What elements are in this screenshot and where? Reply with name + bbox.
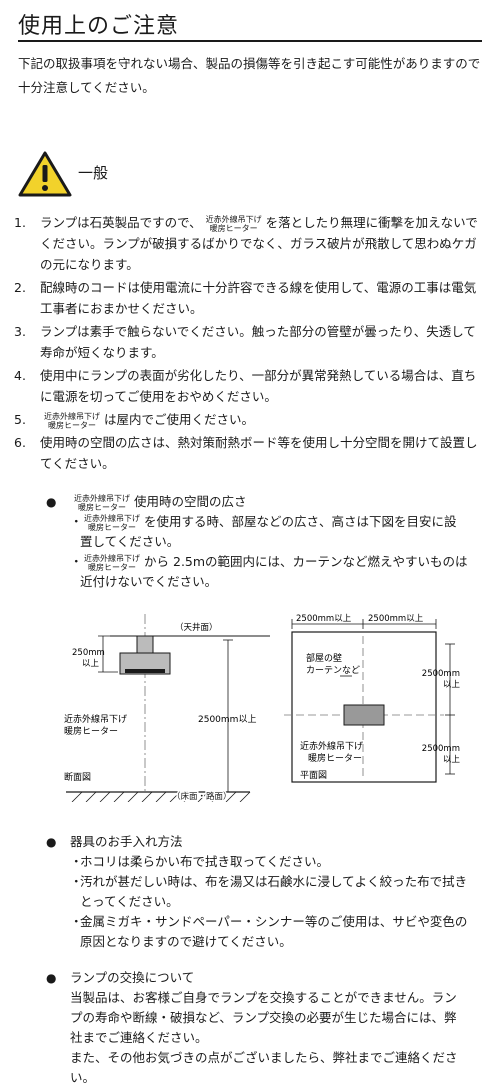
heater-line2: 暖房ヒーター [78, 502, 126, 512]
care-item-text: 汚れが甚だしい時は、布を湯又は石鹸水に浸してよく絞った布で拭きとってください。 [80, 874, 468, 909]
wall-label-2: カーテンなど [306, 665, 360, 676]
heater-line1: 近赤外線吊下げ [205, 214, 262, 224]
middle-dot: ・ [70, 914, 83, 929]
lamp-title: ランプの交換について [70, 970, 195, 985]
plan-height-label-1: 2500mm [422, 669, 460, 679]
care-item: ・汚れが甚だしい時は、布を湯又は石鹸水に浸してよく絞った布で拭きとってください。 [70, 872, 468, 912]
floor-label: （床面・路面） [172, 791, 232, 802]
intro-text: 下記の取扱事項を守れない場合、製品の損傷等を引き起こす可能性がありますので十分注… [18, 56, 481, 95]
lamp-text-2: また、その他お気づきの点がございましたら、弊社までご連絡ください。 [70, 1050, 458, 1085]
room-wall [291, 631, 437, 783]
list-item: 5. 近赤外線吊下げ暖房ヒーターは屋内でご使用ください。 [14, 409, 484, 430]
list-item: 2. 配線時のコードは使用電流に十分許容できる線を使用して、電源の工事は電気工事… [14, 277, 484, 319]
space-line-2: ・近赤外線吊下げ暖房ヒーターから 2.5mの範囲内には、カーテンなど燃えやすいも… [70, 552, 468, 592]
care-title: 器具のお手入れ方法 [70, 834, 183, 849]
section-label: 断面図 [64, 771, 91, 783]
space-line2-before: から [144, 554, 170, 569]
heater-name-tag: 近赤外線吊下げ暖房ヒーター [206, 215, 262, 233]
plan-height-label-2b: 以上 [443, 755, 460, 765]
plan-height-label-2: 2500mm [422, 744, 460, 754]
list-item: 4. 使用中にランプの表面が劣化したり、一部分が異常発熱している場合は、直ちに電… [14, 365, 484, 407]
gap-top-label-2: 以上 [82, 659, 100, 669]
item-text: 使用時の空間の広さは、熱対策耐熱ボード等を使用し十分空間を開けて設置してください… [40, 435, 478, 471]
plan-width-label-1: 2500mm以上 [296, 614, 352, 624]
space-section: ● 近赤外線吊下げ暖房ヒーター使用時の空間の広さ ・近赤外線吊下げ暖房ヒーターを… [46, 492, 468, 592]
plan-width-label-2: 2500mm以上 [368, 614, 424, 624]
bullet-icon: ● [46, 495, 57, 509]
heater-line1: 近赤外線吊下げ [44, 411, 100, 421]
item-text-after: は屋内でご使用ください。 [104, 412, 255, 427]
heater-line1: 近赤外線吊下げ [84, 553, 140, 563]
list-item: 1. ランプは石英製品ですので、近赤外線吊下げ暖房ヒーターを落としたり無理に衝撃… [14, 212, 484, 275]
item-number: 5. [14, 412, 26, 427]
heater-line1: 近赤外線吊下げ [74, 493, 130, 503]
wall-label-1: 部屋の壁 [306, 652, 342, 664]
lamp-text-1: 当製品は、お客様ご自身でランプを交換することができません。ランプの寿命や断線・破… [70, 990, 457, 1045]
item-number: 1. [14, 215, 26, 230]
installation-diagram: 250mm 以上 （天井面） 2500mm以上 近赤外線吊下げ 暖房ヒーター 断… [64, 614, 460, 802]
space-line-1: ・近赤外線吊下げ暖房ヒーターを使用する時、部屋などの広さ、高さは下図を目安に設置… [70, 512, 468, 552]
plan-height-label-1b: 以上 [443, 680, 460, 690]
item-number: 6. [14, 435, 26, 450]
lamp-section: ● ランプの交換について 当製品は、お客様ご自身でランプを交換することができませ… [46, 968, 468, 1088]
heater-label-2: 暖房ヒーター [64, 725, 118, 737]
item-text-before: ランプは石英製品ですので、 [40, 215, 202, 230]
heater-label-1: 近赤外線吊下げ [64, 713, 127, 725]
heater-body [119, 652, 171, 675]
item-number: 2. [14, 280, 26, 295]
bullet-icon: ● [46, 971, 57, 985]
heater-lamp [125, 669, 165, 673]
plan-heater-label-1: 近赤外線吊下げ [300, 740, 363, 752]
care-item: ・ホコリは柔らかい布で拭き取ってください。 [70, 852, 468, 872]
mount-block [136, 635, 154, 654]
heater-name-tag: 近赤外線吊下げ暖房ヒーター [74, 494, 130, 512]
heater-name-tag: 近赤外線吊下げ暖房ヒーター [84, 554, 140, 572]
cross-section-diagram: 250mm 以上 （天井面） 2500mm以上 近赤外線吊下げ 暖房ヒーター 断… [64, 614, 270, 802]
middle-dot: ・ [70, 874, 83, 889]
heater-line1: 近赤外線吊下げ [84, 513, 140, 523]
item-text: 使用中にランプの表面が劣化したり、一部分が異常発熱している場合は、直ちに電源を切… [40, 368, 477, 404]
heater-plan-body [343, 704, 385, 726]
care-item: ・金属ミガキ・サンドペーパー・シンナー等のご使用は、サビや変色の原因となりますの… [70, 912, 468, 952]
ceiling-label: （天井面） [175, 622, 218, 633]
height-label: 2500mm以上 [198, 714, 256, 725]
heater-name-tag: 近赤外線吊下げ暖房ヒーター [44, 412, 100, 430]
space-title: 使用時の空間の広さ [134, 494, 247, 509]
list-item: 3. ランプは素手で触らないでください。触った部分の管壁が曇ったり、失透して寿命… [14, 321, 484, 363]
bullet-icon: ● [46, 835, 57, 849]
heater-line2: 暖房ヒーター [88, 522, 136, 532]
middle-dot: ・ [70, 554, 83, 569]
plan-view-diagram: 2500mm以上 2500mm以上 部屋の壁 カーテンなど 近赤外線吊下げ 暖房… [284, 614, 460, 783]
list-item: 6. 使用時の空間の広さは、熱対策耐熱ボード等を使用し十分空間を開けて設置してく… [14, 432, 484, 474]
item-text: ランプは素手で触らないでください。触った部分の管壁が曇ったり、失透して寿命が短く… [40, 324, 476, 360]
floor-hatch [71, 791, 251, 802]
general-list: 1. ランプは石英製品ですので、近赤外線吊下げ暖房ヒーターを落としたり無理に衝撃… [14, 212, 484, 476]
heater-name-tag: 近赤外線吊下げ暖房ヒーター [84, 514, 140, 532]
title-divider [18, 40, 482, 42]
care-item-text: 金属ミガキ・サンドペーパー・シンナー等のご使用は、サビや変色の原因となりますので… [80, 914, 468, 949]
care-item-text: ホコリは柔らかい布で拭き取ってください。 [80, 854, 330, 869]
heater-line2: 暖房ヒーター [48, 420, 96, 430]
general-heading: 一般 [78, 164, 109, 182]
gap-top-label: 250mm [72, 648, 105, 658]
plan-heater-label-2: 暖房ヒーター [308, 752, 362, 764]
item-text-after: を落としたり無理に衝撃を加えないでください。ランプが破損するばかりでなく、ガラス… [40, 215, 478, 272]
plan-label: 平面図 [300, 770, 327, 781]
page-title: 使用上のご注意 [18, 14, 180, 39]
warning-triangle-icon [18, 151, 72, 197]
item-text: 配線時のコードは使用電流に十分許容できる線を使用して、電源の工事は電気工事者にお… [40, 280, 477, 316]
space-title-line: 近赤外線吊下げ暖房ヒーター使用時の空間の広さ [70, 492, 468, 512]
middle-dot: ・ [70, 854, 83, 869]
item-number: 4. [14, 368, 26, 383]
space-line2-after: 2.5mの範囲内には、カーテンなど燃えやすいものは近付けないでください。 [80, 554, 468, 589]
heater-line2: 暖房ヒーター [88, 562, 136, 572]
space-line1-text: を使用する時、部屋などの広さ、高さは下図を目安に設置してください。 [80, 514, 457, 549]
item-number: 3. [14, 324, 26, 339]
middle-dot: ・ [70, 514, 83, 529]
heater-line2: 暖房ヒーター [209, 223, 258, 233]
care-section: ● 器具のお手入れ方法 ・ホコリは柔らかい布で拭き取ってください。 ・汚れが甚だ… [46, 832, 468, 952]
